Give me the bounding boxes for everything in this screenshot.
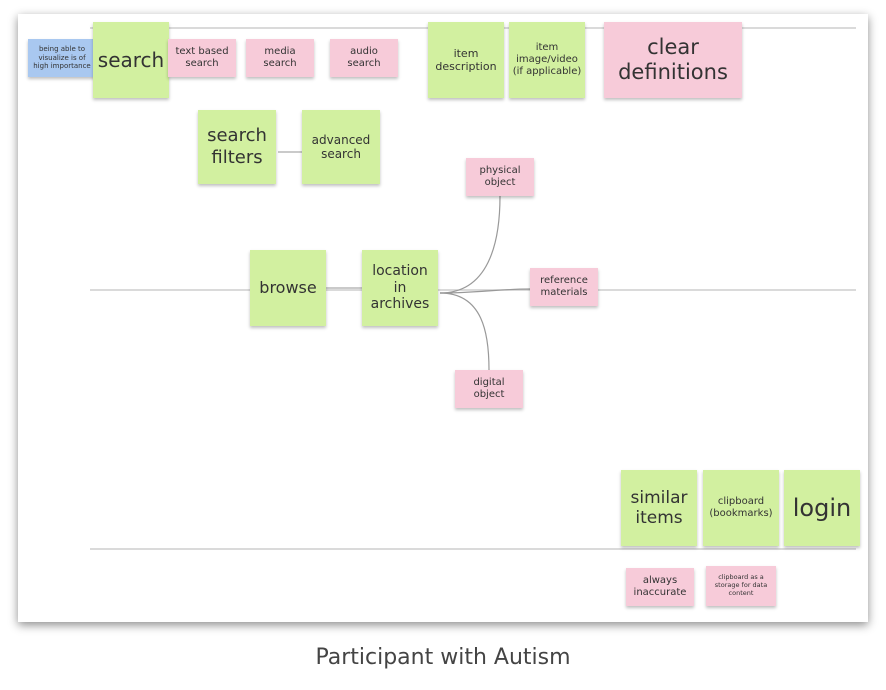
note-text: physical object [479,165,521,188]
sticky-note-search-filters[interactable]: search filters [198,110,276,184]
whiteboard: being able to visualize is of high impor… [18,14,868,622]
sticky-note-login[interactable]: login [784,470,860,546]
note-text: similar items [630,487,688,528]
sticky-note-media-search[interactable]: media search [246,39,314,77]
note-text: text based search [175,46,229,69]
note-text: reference materials [540,275,588,298]
note-text: clear definitions [618,34,728,84]
sticky-note-clipboard-bookmarks[interactable]: clipboard (bookmarks) [703,470,779,546]
sticky-note-similar-items[interactable]: similar items [621,470,697,546]
figure-caption: Participant with Autism [315,645,571,670]
sticky-note-clipboard-storage[interactable]: clipboard as a storage for data content [706,566,776,606]
sticky-note-clear-definitions[interactable]: clear definitions [604,22,742,98]
note-text: login [792,493,852,522]
sticky-note-digital-object[interactable]: digital object [455,370,523,408]
sticky-note-audio-search[interactable]: audio search [330,39,398,77]
note-text: audio search [347,46,381,69]
sticky-note-physical-object[interactable]: physical object [466,158,534,196]
sticky-note-advanced-search[interactable]: advanced search [302,110,380,184]
note-text: digital object [473,377,505,400]
note-text: search filters [207,125,267,168]
connector-location-physical [439,195,501,294]
note-text: being able to visualize is of high impor… [33,45,91,71]
note-text: always inaccurate [633,575,687,598]
note-text: clipboard (bookmarks) [709,496,773,519]
note-text: location in archives [370,262,430,313]
note-text: clipboard as a storage for data content [714,573,768,597]
sticky-note-location-in-archives[interactable]: location in archives [362,250,438,326]
connector-location-digital [439,292,490,371]
note-text: item description [435,46,497,73]
sticky-note-item-description[interactable]: item description [428,22,504,98]
sticky-note-item-image-video[interactable]: item image/video (if applicable) [509,22,585,98]
note-text: search [97,48,165,72]
note-text: browse [259,278,317,298]
note-text: advanced search [311,132,371,161]
sticky-note-search[interactable]: search [93,22,169,98]
note-text: item image/video (if applicable) [512,42,582,77]
sticky-note-high-importance[interactable]: being able to visualize is of high impor… [28,39,96,77]
sticky-note-browse[interactable]: browse [250,250,326,326]
sticky-note-reference-materials[interactable]: reference materials [530,268,598,306]
sticky-note-always-inaccurate[interactable]: always inaccurate [626,568,694,606]
sticky-note-text-based-search[interactable]: text based search [168,39,236,77]
note-text: media search [263,46,297,69]
connector-location-reference [439,288,531,294]
